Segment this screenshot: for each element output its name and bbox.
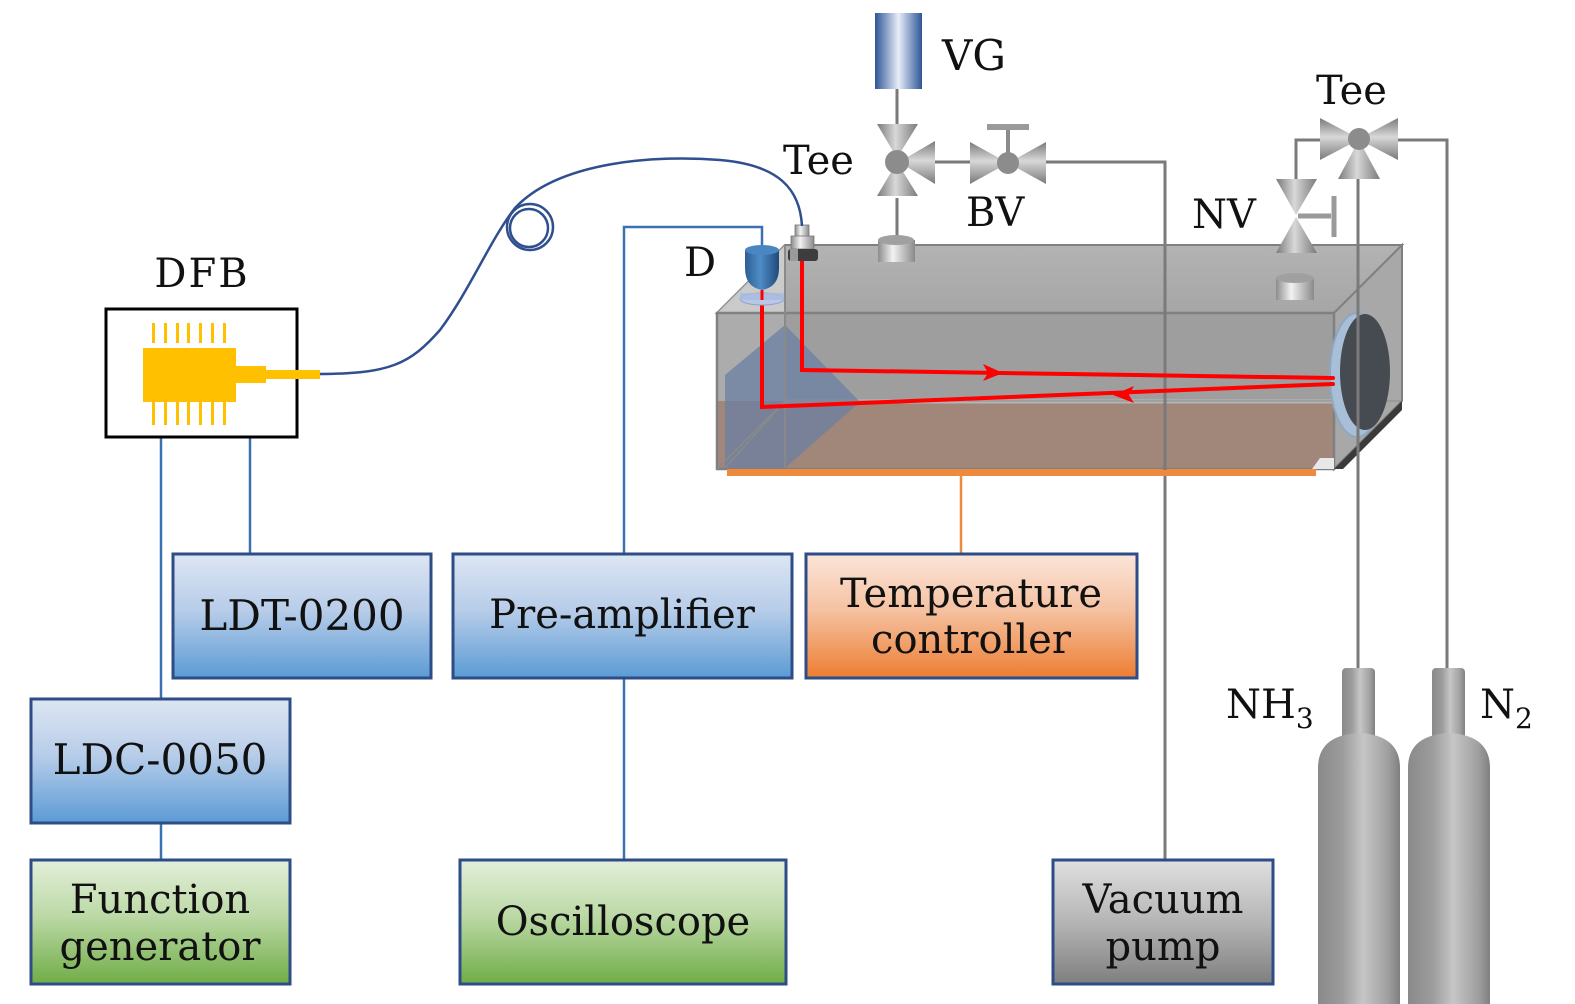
preamplifier-box: Pre-amplifier (451, 552, 794, 680)
nh3-label-sub: 3 (1296, 702, 1314, 735)
tee-right-label: Tee (1316, 68, 1387, 114)
gas-cell (714, 242, 1405, 476)
n2-cylinder (1408, 668, 1490, 1004)
tee-left (877, 124, 935, 196)
heater-strip (727, 469, 1316, 476)
port-cap-left (878, 235, 915, 262)
prism (725, 325, 860, 468)
tee-left-label: Tee (783, 138, 854, 184)
function-generator-box: Function generator (29, 858, 292, 986)
temperature-controller-box: Temperature controller (804, 552, 1139, 680)
ldc-0050-label: LDC-0050 (53, 735, 268, 784)
ldc-0050-box: LDC-0050 (29, 697, 292, 825)
beam-arrow-forward (983, 364, 1003, 381)
ldt-0200-box: LDT-0200 (171, 552, 433, 680)
dfb-chip (143, 348, 236, 402)
needle-valve-label: NV (1192, 192, 1257, 238)
function-generator-label-line1: Function (70, 877, 250, 923)
detector-label: D (684, 240, 716, 286)
beam-arrow-back (1113, 386, 1134, 403)
port-cap-right (1276, 273, 1314, 300)
preamplifier-label: Pre-amplifier (489, 592, 756, 638)
nh3-label: NH3 (1226, 682, 1314, 735)
detector (739, 245, 785, 306)
function-generator-label-line2: generator (60, 924, 262, 970)
n2-label: N2 (1480, 682, 1533, 735)
vacuum-gauge (875, 13, 922, 89)
vacuum-gauge-label: VG (941, 31, 1006, 80)
n2-label-sub: 2 (1515, 702, 1533, 735)
wire-detector-preamplifier (622, 225, 764, 553)
signal-wires (159, 225, 764, 859)
n2-label-main: N (1480, 682, 1515, 728)
fiber-collimator (788, 224, 818, 261)
dfb-module (104, 307, 320, 439)
temperature-controller-label-line1: Temperature (840, 571, 1102, 617)
tee-right (1320, 118, 1398, 179)
temperature-controller-label-line2: controller (871, 617, 1072, 663)
vacuum-pump-box: Vacuum pump (1051, 858, 1275, 986)
vacuum-pump-label-line2: pump (1106, 924, 1221, 970)
ldt-0200-label: LDT-0200 (199, 591, 404, 640)
ball-valve (970, 124, 1046, 184)
beam-out (760, 296, 1335, 410)
laser-beam (760, 260, 1335, 410)
vacuum-pump-label-line1: Vacuum (1082, 877, 1244, 923)
optical-fiber (317, 157, 804, 376)
dfb-label: DFB (154, 251, 249, 297)
nh3-label-main: NH (1226, 682, 1296, 728)
nh3-cylinder (1318, 668, 1400, 1004)
needle-valve (1276, 179, 1337, 253)
oscilloscope-box: Oscilloscope (458, 858, 788, 986)
ball-valve-label: BV (966, 190, 1025, 236)
beam-in (800, 260, 1335, 380)
oscilloscope-label: Oscilloscope (496, 899, 750, 945)
